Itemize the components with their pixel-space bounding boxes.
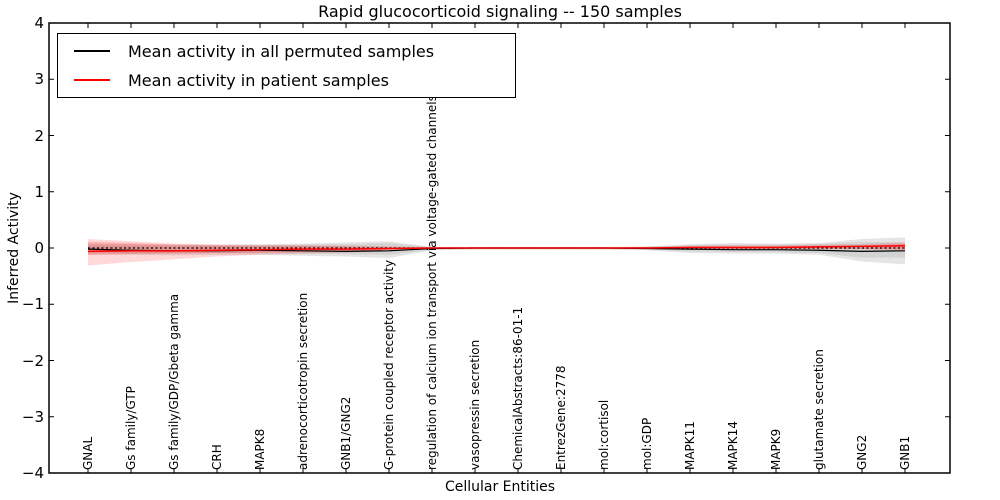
- permuted-spread-outer: [88, 237, 905, 265]
- y-tick-label: −4: [21, 464, 44, 482]
- y-tick-label: −1: [21, 295, 44, 314]
- patient-spread-outer: [88, 239, 905, 266]
- y-tick-label: 2: [34, 126, 44, 145]
- y-tick-label: −2: [21, 351, 44, 370]
- legend-item-permuted: Mean activity in all permuted samples: [58, 40, 515, 63]
- x-axis-title: Cellular Entities: [444, 479, 556, 495]
- legend-item-patient: Mean activity in patient samples: [58, 69, 515, 92]
- y-tick-label: 1: [34, 182, 44, 201]
- legend-label-permuted: Mean activity in all permuted samples: [128, 41, 435, 61]
- y-tick-label: 0: [34, 239, 44, 257]
- permuted-spread-inner: [88, 241, 905, 258]
- y-tick-label: −3: [21, 407, 44, 426]
- y-tick-label: 4: [34, 14, 44, 32]
- patient-mean-line: [87, 245, 906, 253]
- chart-title: Rapid glucocorticoid signaling -- 150 sa…: [318, 2, 682, 21]
- legend: Mean activity in all permuted samples Me…: [57, 33, 516, 98]
- permuted-line-swatch: [74, 50, 110, 52]
- patient-line-swatch: [74, 79, 110, 81]
- legend-label-patient: Mean activity in patient samples: [128, 70, 389, 90]
- y-tick-label: 3: [34, 70, 44, 89]
